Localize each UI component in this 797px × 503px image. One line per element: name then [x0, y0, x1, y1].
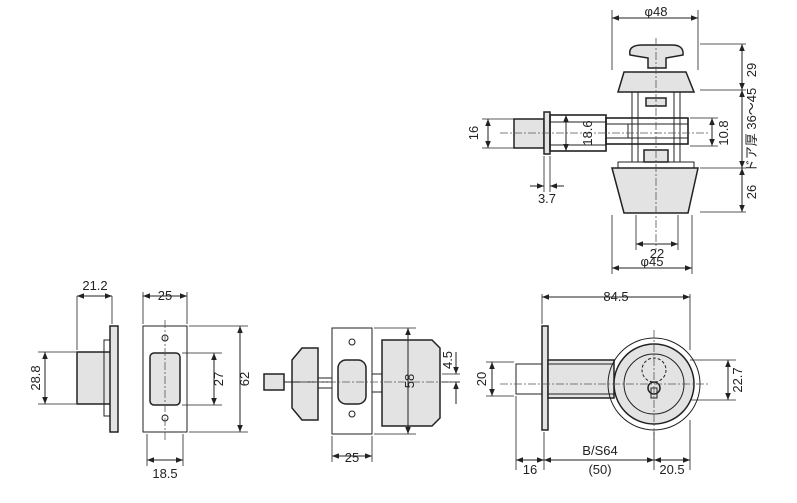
- dim-latch-28-8: 28.8: [28, 365, 43, 390]
- dim-side-58: 58: [402, 374, 417, 388]
- dim-top-phi45: φ45: [641, 254, 664, 269]
- dim-latch-18-5: 18.5: [152, 466, 177, 481]
- dim-right-50: (50): [588, 462, 611, 477]
- dim-latch-21-2: 21.2: [82, 278, 107, 293]
- dim-top-10-8: 10.8: [716, 120, 731, 145]
- dim-top-22: 22: [650, 246, 664, 261]
- side-assembly-view: 58 4.5 25: [263, 327, 460, 465]
- dim-right-84-5: 84.5: [603, 289, 628, 304]
- dim-plate-62: 62: [237, 372, 252, 386]
- dim-top-phi48: φ48: [645, 4, 668, 19]
- dim-plate-25: 25: [158, 288, 172, 303]
- dim-top-16: 16: [466, 126, 481, 140]
- latch-side-view: 21.2 28.8 18.5: [28, 278, 184, 481]
- faceplate-front-view: 25 27 62: [142, 288, 252, 440]
- dim-top-door-thickness: ドア厚 36〜45: [744, 88, 759, 173]
- dim-top-18-6: 18.6: [580, 120, 595, 145]
- dim-right-20: 20: [474, 372, 489, 386]
- dim-top-26: 26: [744, 185, 759, 199]
- dim-right-16: 16: [523, 462, 537, 477]
- dim-plate-27: 27: [211, 372, 226, 386]
- dim-side-25: 25: [345, 450, 359, 465]
- dim-right-22-7: 22.7: [730, 367, 745, 392]
- dim-right-bs64: B/S64: [582, 443, 617, 458]
- dim-top-3-7: 3.7: [538, 191, 556, 206]
- dim-top-29: 29: [744, 63, 759, 77]
- right-front-view: 84.5 20 22.7 16 B/S64 (50) 20.5: [474, 289, 745, 477]
- top-view-assembly: φ48 29 ドア厚 36〜45 26 10.8 16 18.6 3.7: [466, 4, 759, 274]
- dim-side-4-5: 4.5: [440, 351, 455, 369]
- dim-right-20-5: 20.5: [659, 462, 684, 477]
